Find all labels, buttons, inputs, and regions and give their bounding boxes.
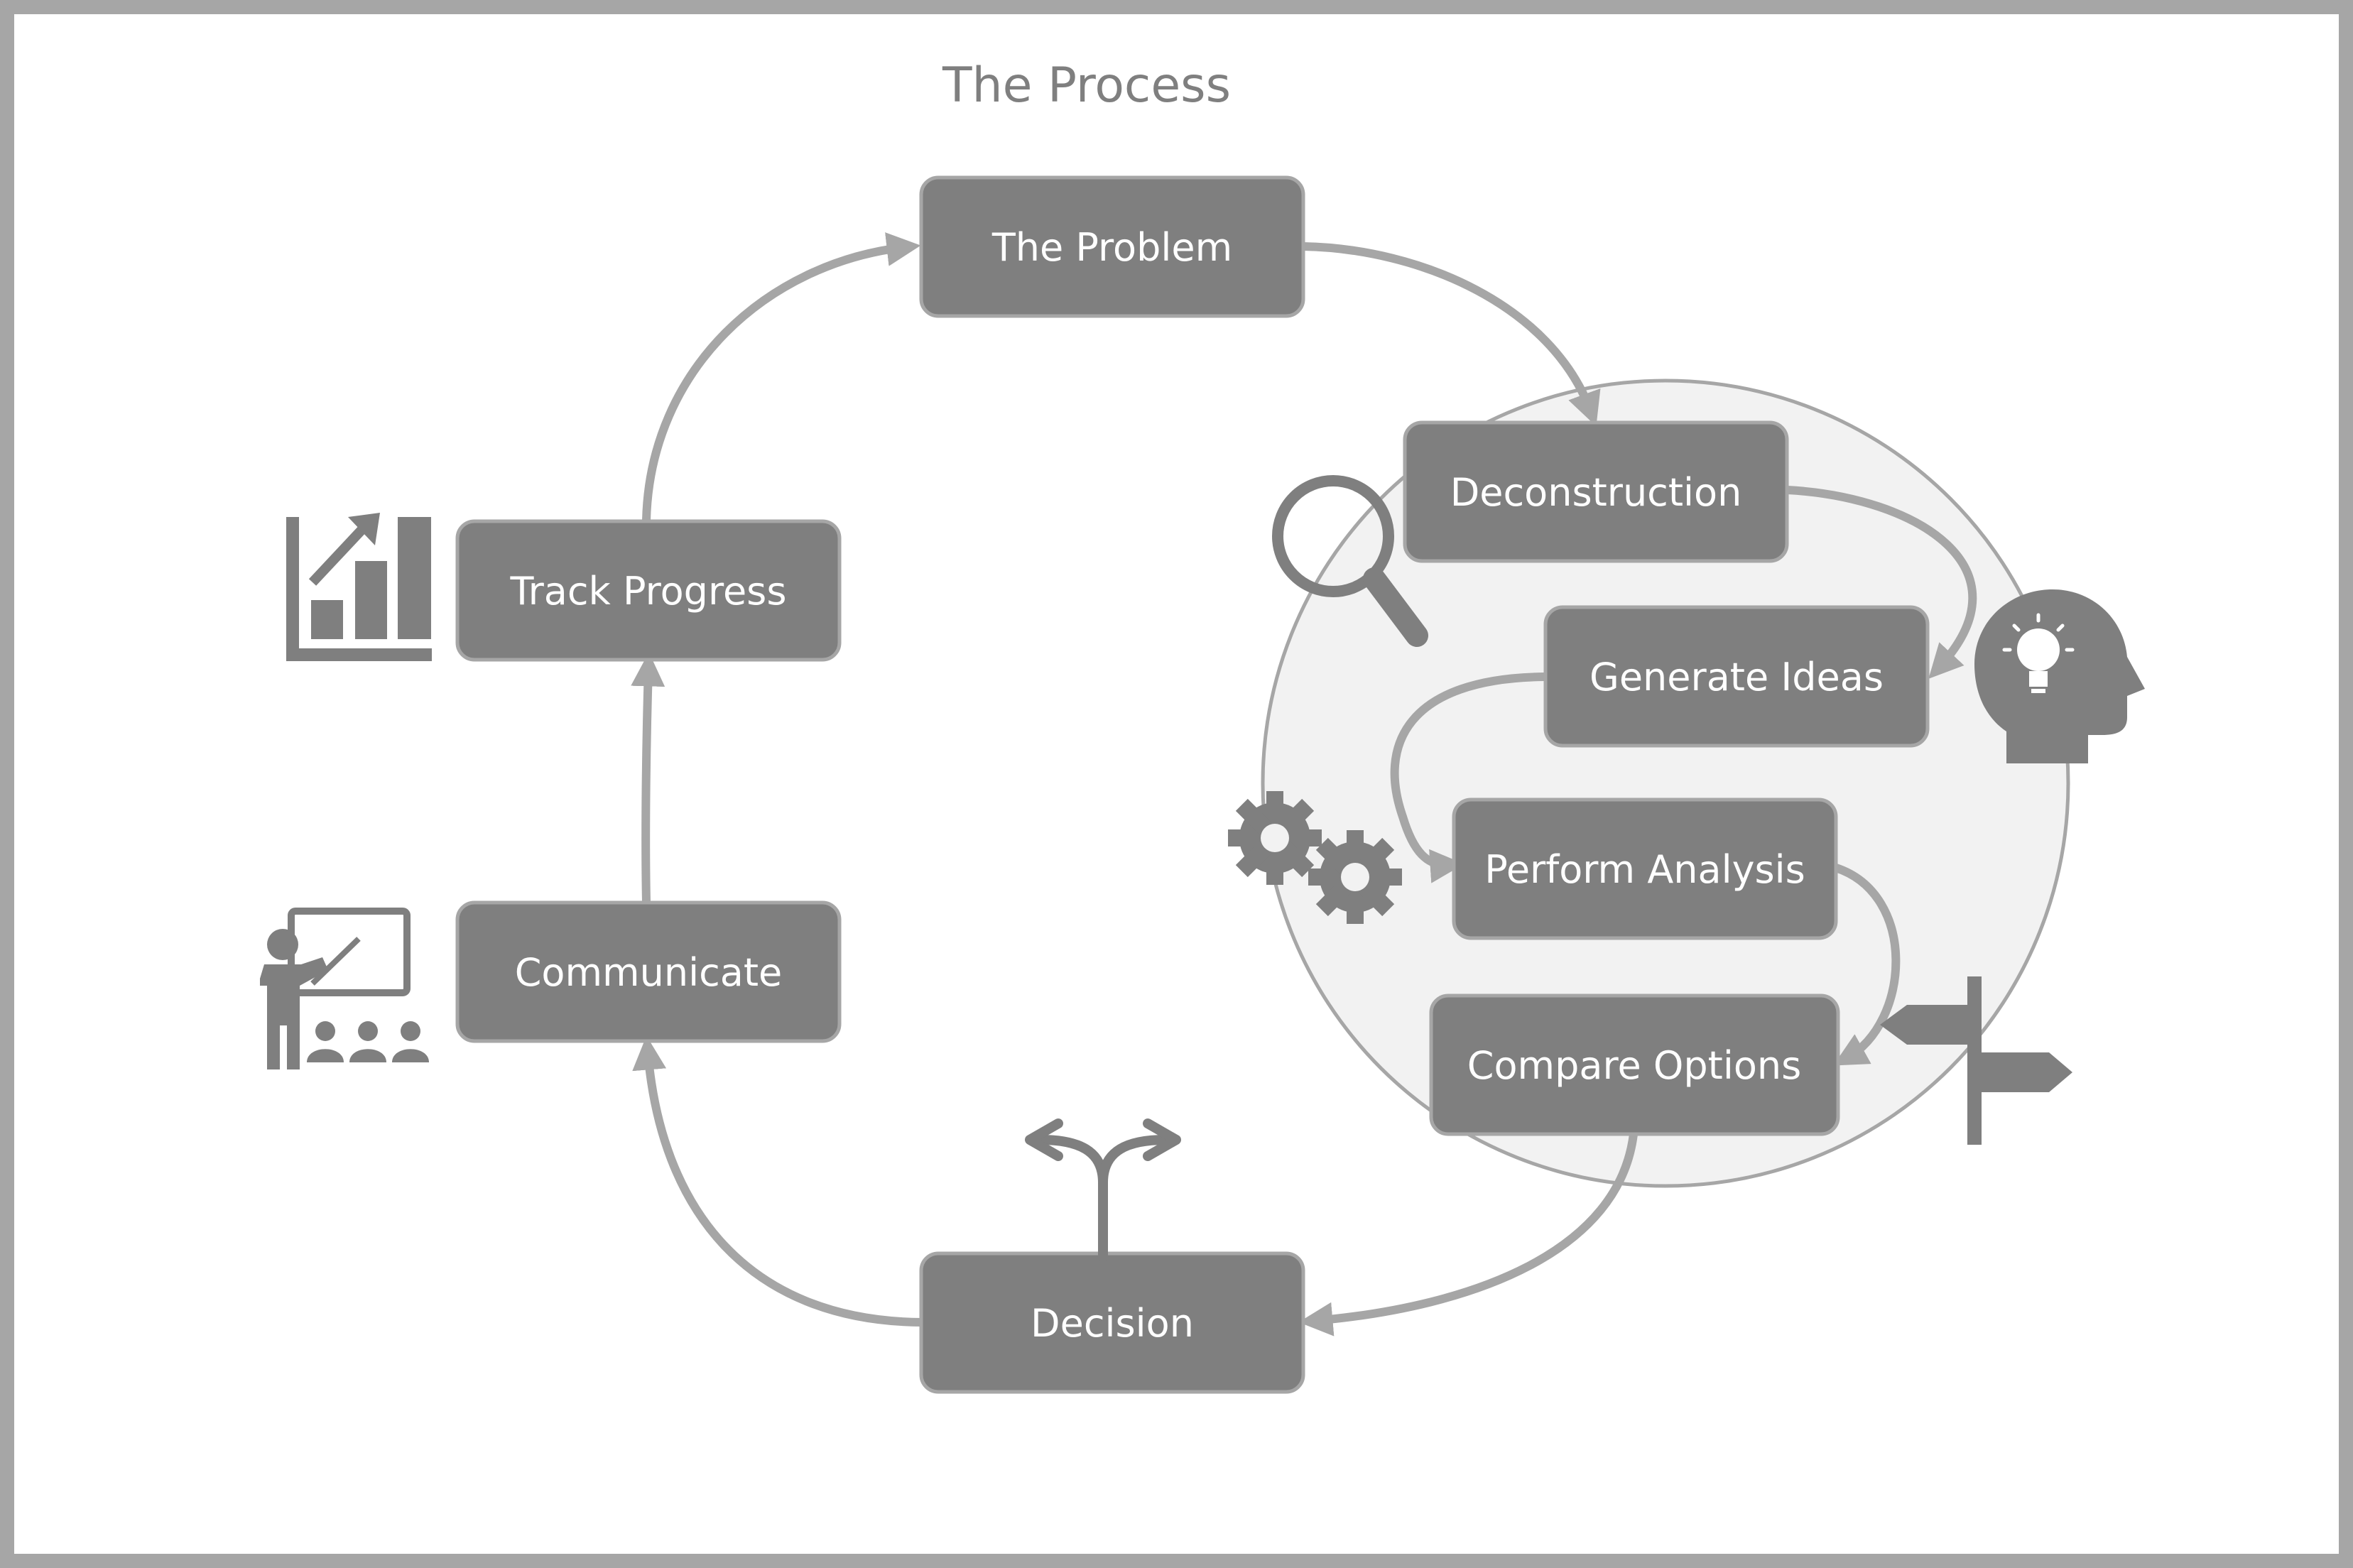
node-label-compare-options: Compare Options xyxy=(1467,1043,1801,1088)
edge-decision-to-communicate xyxy=(632,1035,926,1327)
gears-icon xyxy=(1228,791,1402,924)
node-label-perform-analysis: Perform Analysis xyxy=(1484,847,1805,892)
magnifying-glass-icon xyxy=(1272,475,1428,647)
analysis-circle xyxy=(1261,379,2070,1188)
node-decision: Decision xyxy=(919,1251,1305,1394)
signpost-icon xyxy=(1880,976,2072,1145)
node-label-generate-ideas: Generate Ideas xyxy=(1590,655,1884,699)
split-arrow-icon xyxy=(1025,1118,1181,1262)
node-the-problem: The Problem xyxy=(919,175,1305,318)
edge-generate-ideas-to-perform-analysis xyxy=(1390,673,1549,883)
edge-perform-analysis-to-compare-options xyxy=(1832,864,1901,1066)
connectors xyxy=(631,232,1977,1336)
node-label-track-progress: Track Progress xyxy=(510,569,787,614)
node-deconstruction: Deconstruction xyxy=(1403,420,1789,563)
node-label-decision: Decision xyxy=(1031,1301,1194,1346)
edge-track-progress-to-problem xyxy=(642,232,921,525)
edge-problem-to-deconstruction xyxy=(1299,242,1601,427)
node-label-the-problem: The Problem xyxy=(991,225,1232,270)
edge-compare-options-to-decision xyxy=(1298,1130,1638,1336)
node-track-progress: Track Progress xyxy=(455,519,842,662)
node-generate-ideas: Generate Ideas xyxy=(1543,605,1930,748)
node-perform-analysis: Perform Analysis xyxy=(1452,797,1838,940)
presenter-audience-icon xyxy=(260,908,429,1069)
edge-deconstruction-to-generate-ideas xyxy=(1783,486,1977,679)
diagram-title: The Process xyxy=(942,58,1231,114)
bar-chart-growth-icon xyxy=(286,513,432,661)
node-compare-options: Compare Options xyxy=(1429,993,1840,1136)
node-label-deconstruction: Deconstruction xyxy=(1450,470,1742,515)
node-communicate: Communicate xyxy=(455,900,842,1043)
node-label-communicate: Communicate xyxy=(515,950,783,995)
edge-communicate-to-track-progress xyxy=(631,652,665,906)
head-lightbulb-icon xyxy=(1974,589,2145,763)
